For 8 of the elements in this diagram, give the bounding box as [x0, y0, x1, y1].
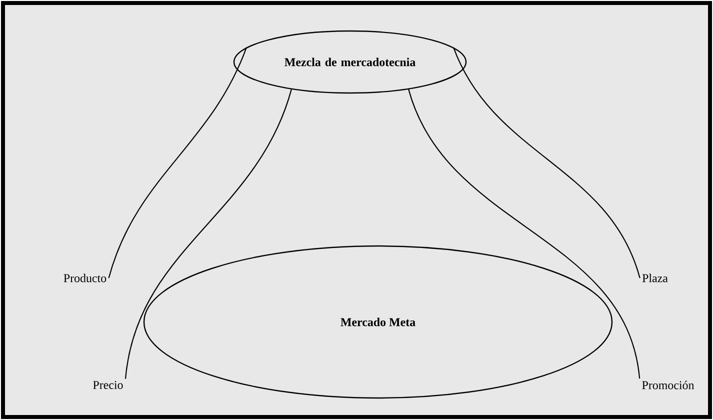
connecting-line [124, 89, 292, 379]
connecting-line [108, 47, 247, 278]
text-label: Producto [64, 274, 106, 282]
text-label: Plaza [642, 274, 668, 282]
text-label: Promoción [642, 380, 694, 390]
connecting-line [408, 89, 640, 379]
text-label: Precio [93, 380, 123, 389]
connecting-line [453, 47, 640, 278]
